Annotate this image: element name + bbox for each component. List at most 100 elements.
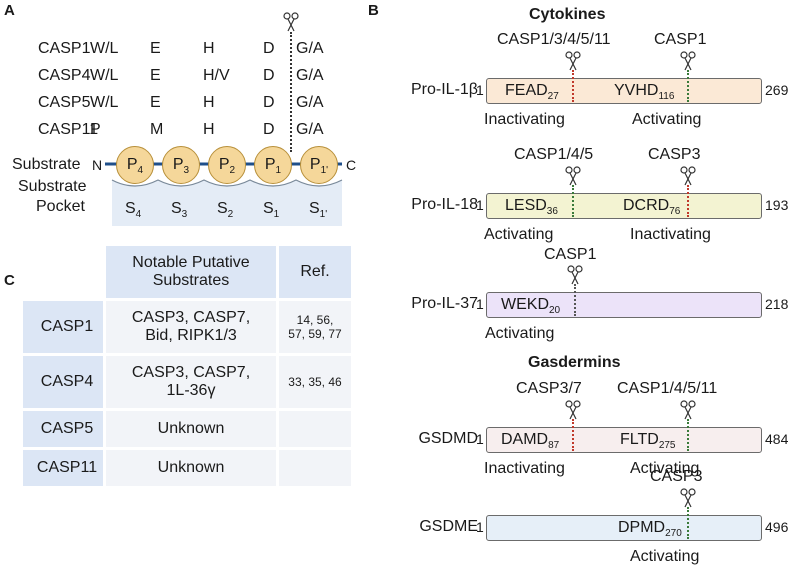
protein-end: 269 [765,82,789,98]
row-substrates: CASP3, CASP7,Bid, RIPK1/3 [106,301,276,353]
pocket-label: S1 [263,200,280,221]
scissors-icon [680,166,696,186]
caspase-label: CASP1/4/5 [514,146,594,163]
cleavage-site-line [687,507,689,539]
motif-enzyme-label: CASP5 [38,94,91,111]
header-ref: Ref. [279,246,351,298]
protein-bar [486,515,762,541]
cleavage-motif: FEAD27 [505,82,559,103]
row-enzyme: CASP4 [23,356,103,408]
motif-residue: G/A [296,94,324,111]
cleavage-effect: Inactivating [484,460,565,477]
protein-start: 1 [476,197,484,213]
residue-bead: P4 [116,146,154,184]
pocket-label-2: Pocket [36,198,85,215]
scissors-icon [565,166,581,186]
scissors-icon [680,488,696,508]
cleavage-effect: Inactivating [484,111,565,128]
cleavage-motif: LESD36 [505,197,558,218]
motif-residue: G/A [296,121,324,138]
protein-name: Pro-IL-18 [411,196,478,213]
motif-residue: E [150,94,161,111]
motif-residue: H [203,94,215,111]
c-terminus: C [346,157,357,173]
protein-start: 1 [476,519,484,535]
caspase-label: CASP3/7 [516,380,582,397]
protein-start: 1 [476,431,484,447]
protein-end: 496 [765,519,789,535]
caspase-label: CASP3 [648,146,701,163]
motif-enzyme-label: CASP1 [38,40,91,57]
protein-end: 484 [765,431,789,447]
caspase-label: CASP1/3/4/5/11 [497,31,611,48]
protein-bar [486,78,762,104]
cleavage-motif: DCRD76 [623,197,681,218]
panel-b-letter: B [368,2,379,19]
cleavage-site-line [687,419,689,451]
scissors-icon [565,51,581,71]
pocket-label: S2 [217,200,234,221]
motif-residue: E [150,67,161,84]
row-substrates: Unknown [106,411,276,447]
cleavage-motif: FLTD275 [620,431,676,452]
cleavage-site-line [687,70,689,102]
cleavage-site-line [574,284,576,316]
protein-start: 1 [476,296,484,312]
scissors-icon [567,265,583,285]
cleavage-effect: Activating [632,111,702,128]
cleavage-site-line [572,185,574,217]
caspase-label: CASP1 [544,246,597,263]
row-substrates: Unknown [106,450,276,486]
pocket-label-1: Substrate [18,178,87,195]
motif-residue: G/A [296,40,324,57]
motif-residue: W/L [90,67,119,84]
cleavage-motif: WEKD20 [501,296,561,317]
cleavage-motif: YVHD116 [614,82,675,103]
protein-end: 193 [765,197,789,213]
cleavage-site-line [572,70,574,102]
motif-residue: G/A [296,67,324,84]
scissors-icon [680,400,696,420]
caspase-label: CASP1/4/5/11 [617,380,718,397]
motif-residue: D [263,121,275,138]
substrate-label: Substrate [12,156,81,173]
panel-a-letter: A [4,2,15,19]
caspase-label: CASP3 [650,468,703,485]
panel-c-letter: C [4,272,15,289]
row-refs: 33, 35, 46 [279,356,351,408]
cleavage-effect: Activating [630,548,700,565]
motif-residue: D [263,40,275,57]
motif-residue: H [203,40,215,57]
scissors-icon [565,400,581,420]
motif-residue: E [150,40,161,57]
motif-residue: H/V [203,67,230,84]
row-refs: 14, 56,57, 59, 77 [279,301,351,353]
cleavage-site-line [687,185,689,217]
motif-residue: D [263,67,275,84]
protein-bar [486,292,762,318]
protein-bar [486,193,762,219]
pocket-label: S3 [171,200,188,221]
residue-bead: P1' [300,146,338,184]
protein-name: GSDMD [418,430,478,447]
cytokines-title: Cytokines [529,6,606,23]
motif-residue: M [150,121,164,138]
cleavage-motif: DPMD270 [618,519,682,540]
pocket-label: S4 [125,200,142,221]
motif-residue: P [90,121,101,138]
row-refs [279,411,351,447]
scissors-icon [283,12,299,32]
cleavage-site-line [572,419,574,451]
motif-residue: H [203,121,215,138]
cleavage-line [290,32,292,152]
cleavage-effect: Activating [484,226,554,243]
scissors-icon [680,51,696,71]
row-enzyme: CASP5 [23,411,103,447]
caspase-label: CASP1 [654,31,707,48]
